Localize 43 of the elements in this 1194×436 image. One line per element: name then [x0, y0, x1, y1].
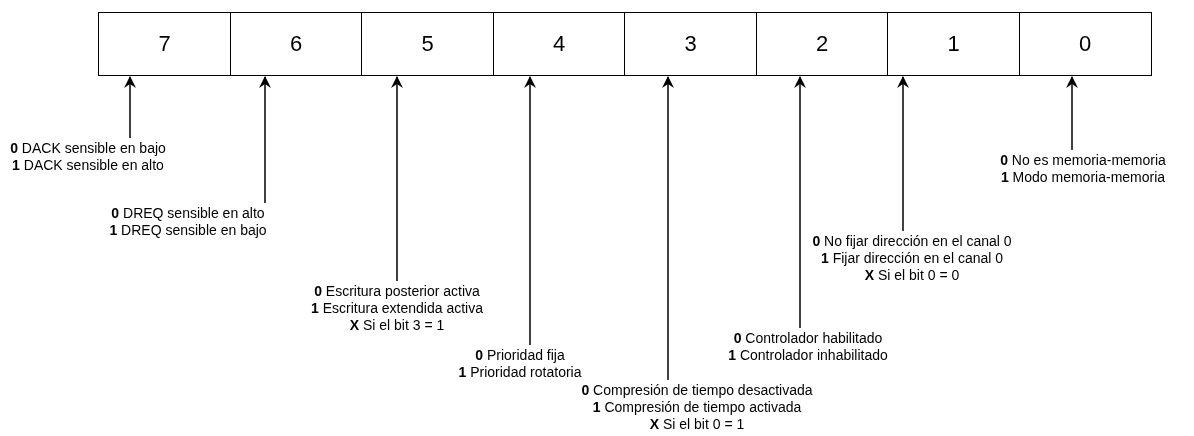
bit-cell	[755, 12, 889, 76]
arrow	[662, 76, 674, 381]
arrow	[794, 76, 806, 329]
option-text: 0 Controlador habilitado	[732, 330, 884, 347]
bit-number: 0	[1078, 31, 1092, 57]
bit-cell	[98, 12, 231, 76]
arrow	[897, 76, 909, 232]
option-text: 1 DREQ sensible en bajo	[109, 222, 267, 239]
bit-cell	[887, 12, 1020, 76]
arrow	[1066, 76, 1078, 151]
option-text: 0 DREQ sensible en alto	[110, 205, 266, 222]
bit-cell	[361, 12, 494, 76]
bit-cell	[492, 12, 626, 76]
option-text: 1 Escritura extendida activa	[311, 300, 483, 317]
bit-number: 4	[552, 31, 566, 57]
option-text: 1 Controlador inhabilitado	[728, 347, 888, 364]
arrow	[391, 76, 403, 282]
option-text: X Si el bit 3 = 1	[348, 317, 446, 334]
option-text: 0 No es memoria-memoria	[1000, 152, 1166, 169]
option-text: 0 Escritura posterior activa	[313, 283, 481, 300]
bit-number: 3	[684, 31, 697, 57]
bit-number: 6	[289, 31, 303, 57]
bit-cell	[1018, 12, 1152, 76]
option-text: 1 Modo memoria-memoria	[1000, 169, 1166, 186]
bit-number: 2	[815, 31, 829, 57]
bit-number: 1	[947, 31, 960, 57]
option-text: 1 DACK sensible en alto	[11, 157, 165, 174]
option-text: 0 Prioridad fija	[474, 347, 566, 364]
arrow	[124, 76, 136, 139]
option-text: 0 No fijar dirección en el canal 0	[812, 233, 1012, 250]
option-text: 0 Compresión de tiempo desactivada	[581, 382, 813, 399]
bit-cell	[229, 12, 363, 76]
arrow	[524, 76, 536, 346]
option-text: X Si el bit 0 = 0	[863, 267, 961, 284]
bit-number: 5	[421, 31, 434, 57]
option-text: 1 Fijar dirección en el canal 0	[819, 250, 1005, 267]
option-text: X Si el bit 0 = 1	[648, 416, 746, 433]
bit-cell	[624, 12, 757, 76]
option-text: 0 DACK sensible en bajo	[10, 140, 166, 157]
option-text: 1 Prioridad rotatoria	[458, 364, 582, 381]
arrow	[259, 76, 271, 204]
option-text: 1 Compresión de tiempo activada	[591, 399, 803, 416]
bit-number: 7	[158, 31, 171, 57]
